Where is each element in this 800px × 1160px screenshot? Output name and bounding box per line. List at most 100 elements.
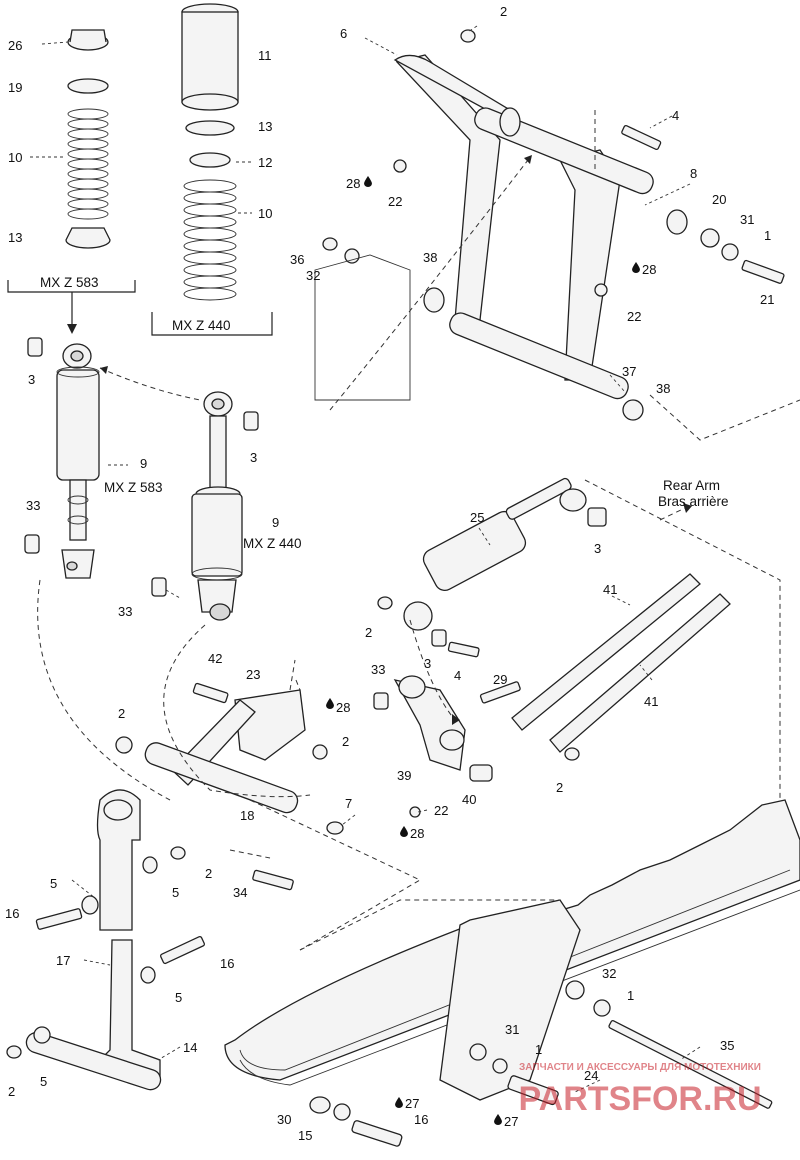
callout-14: 14 [183,1040,197,1055]
bushing-33c [373,692,389,710]
callout-22a: 22 [388,194,402,209]
callout-40: 40 [462,792,476,807]
callout-3d: 3 [424,656,431,671]
shock-absorber-9-mxz440 [151,391,259,621]
bolt-21 [741,259,785,284]
washer-1b [593,999,611,1017]
callout-22c: 22 [434,803,448,818]
bump-boot-11 [181,11,239,103]
bolt-16a [35,908,83,930]
lower-linkage [37,579,493,951]
callout-25: 25 [470,510,484,525]
callout-2a: 2 [500,4,507,19]
spring-retainer-13a [65,227,111,249]
shock-body-9b [191,493,243,577]
washer-5b [81,895,99,915]
callout-23: 23 [246,667,260,682]
callout-35: 35 [720,1038,734,1053]
watermark-brand: PARTSFOR.RU [518,1080,761,1118]
washer-5d [33,1026,51,1044]
callout-41a: 41 [603,582,617,597]
bushing-3d [431,629,447,647]
washer-5a [142,856,158,874]
callout-28d: 28 [410,826,424,841]
shock-body-9a [56,369,100,481]
callout-39: 39 [397,768,411,783]
callout-6: 6 [340,26,347,41]
bushing-3a [27,337,43,357]
callout-30: 30 [277,1112,291,1127]
callout-2d: 2 [342,734,349,749]
caption-rear-arm-fr: Bras arrière [658,494,729,509]
nut-36 [322,237,338,251]
rail-bracket-top [314,254,411,401]
callout-33b: 33 [118,604,132,619]
callout-16c: 16 [414,1112,428,1127]
bolt-4a [621,125,662,151]
shock-rod-9a [69,479,87,541]
callout-36: 36 [290,252,304,267]
nut-2c [115,736,133,754]
link-arrow-shock [99,367,201,401]
link-arrow-lower-a [37,579,171,801]
nut-2a [460,29,476,43]
callout-33a: 33 [26,498,40,513]
rear-shock-assembly [377,477,781,800]
bolt-4b [447,641,480,658]
callout-3c: 3 [594,541,601,556]
coil-spring-10a [67,108,109,220]
callout-16a: 16 [5,906,19,921]
spring-seat-19 [67,78,109,94]
callout-5c: 5 [175,990,182,1005]
callout-28a: 28 [346,176,360,191]
arm-41a [511,573,701,731]
watermark: ЗАПЧАСТИ И АКСЕССУАРЫ ДЛЯ МОТОТЕХНИКИ PA… [518,1062,761,1118]
callout-15: 15 [298,1128,312,1143]
washer-1c [492,1058,508,1074]
arm-41b [549,593,731,753]
bushing-3c [587,507,607,527]
nut-2g [6,1045,22,1059]
front-arm-assembly [314,25,800,441]
callout-18: 18 [240,808,254,823]
front-arm-right [559,149,621,381]
callout-27b: 27 [504,1114,518,1129]
caption-shock9-mxz440: MX Z 440 [243,536,302,551]
callout-13a: 13 [8,230,22,245]
shock-absorber-9-mxz583 [24,337,201,579]
callout-20: 20 [712,192,726,207]
cross-shaft-37 [449,312,629,400]
spring-washer-13b [185,120,235,136]
spring-set-mxz440 [151,3,273,336]
callout-21: 21 [760,292,774,307]
bolt-29 [479,681,521,704]
callout-10b: 10 [258,206,272,221]
bolt-16c [351,1120,403,1147]
bushing-38b [622,399,644,421]
strap-upper-17 [96,789,141,931]
callout-2f: 2 [205,866,212,881]
callout-labels: 26 19 10 13 MX Z 583 11 13 12 10 MX Z 44… [5,4,774,1143]
nut-2d [312,744,328,760]
caption-mxz583-top: MX Z 583 [40,275,99,290]
nut-2e [564,747,580,761]
callout-34: 34 [233,885,247,900]
clip-12 [189,152,231,168]
callout-19: 19 [8,80,22,95]
axle-35 [608,1020,773,1109]
callout-5a: 5 [50,876,57,891]
bolt-42 [192,682,229,704]
washer-32a [344,248,360,264]
nut-22b [594,283,608,297]
washer-5c [140,966,156,984]
callout-17: 17 [56,953,70,968]
callout-2c: 2 [118,706,125,721]
callout-26: 26 [8,38,22,53]
spring-set-mxz583 [7,29,136,334]
callout-12: 12 [258,155,272,170]
link-arrow-arm [329,159,529,411]
callout-38a: 38 [423,250,437,265]
washer-32b [565,980,585,1000]
callout-24: 24 [584,1068,598,1083]
